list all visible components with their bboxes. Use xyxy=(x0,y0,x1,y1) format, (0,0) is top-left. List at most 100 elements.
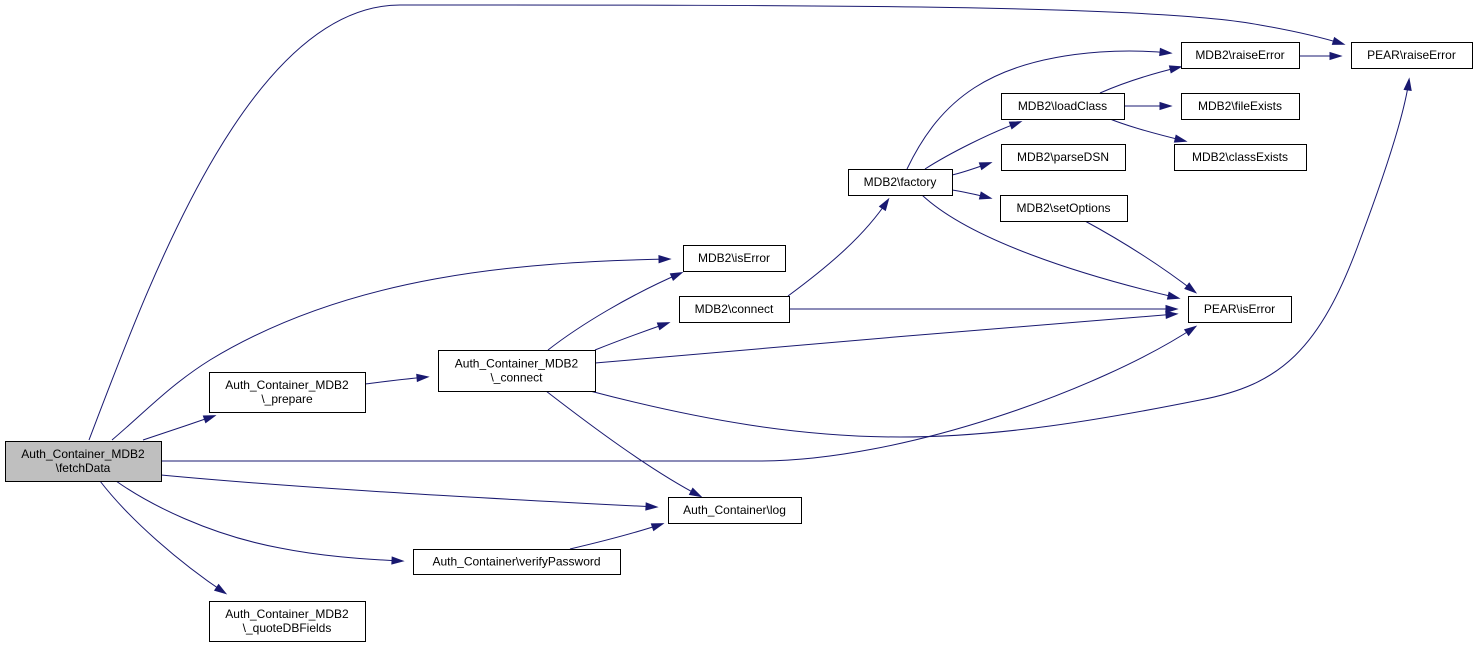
arrowhead-icon xyxy=(1184,282,1198,294)
edge-line xyxy=(545,390,701,497)
edge-factory-to-parseDSN xyxy=(951,162,993,176)
node-box xyxy=(668,497,802,524)
node-pear_isError[interactable]: PEAR\isError xyxy=(1188,296,1292,323)
arrowhead-icon xyxy=(1165,310,1179,320)
edge-mdb2_connect-to-pear_isError xyxy=(789,304,1179,314)
edge-mdb2_connect-to-factory xyxy=(787,197,890,297)
node-label-line: \_quoteDBFields xyxy=(243,621,332,635)
arrowhead-icon xyxy=(1166,291,1181,300)
arrowhead-icon xyxy=(1159,47,1173,57)
arrowhead-icon xyxy=(656,322,671,331)
edge-line xyxy=(924,121,1021,170)
edge-factory-to-pear_isError xyxy=(921,194,1181,300)
node-label-line: MDB2\parseDSN xyxy=(1017,150,1109,164)
edge-fetchData-to-quoteDBFields xyxy=(99,480,228,595)
edge-line xyxy=(547,272,682,351)
arrowhead-icon xyxy=(1331,36,1346,45)
arrowhead-icon xyxy=(878,197,890,212)
edge-line xyxy=(1109,118,1186,142)
node-setOptions[interactable]: MDB2\setOptions xyxy=(1000,195,1128,222)
arrowhead-icon xyxy=(1403,77,1412,91)
arrowhead-icon xyxy=(1008,121,1023,130)
node-label-line: MDB2\setOptions xyxy=(1016,201,1110,215)
node-quoteDBFields[interactable]: Auth_Container_MDB2\_quoteDBFields xyxy=(209,601,366,642)
node-pear_raiseError[interactable]: PEAR\raiseError xyxy=(1351,42,1473,69)
node-box xyxy=(1001,144,1126,171)
node-prepare[interactable]: Auth_Container_MDB2\_prepare xyxy=(209,372,366,413)
node-mdb2_raiseError[interactable]: MDB2\raiseError xyxy=(1181,42,1300,69)
edge-fetchData-to-log xyxy=(160,474,659,511)
edge-connect_auth-to-mdb2_connect xyxy=(594,322,671,351)
node-connect_auth[interactable]: Auth_Container_MDB2\_connect xyxy=(438,350,596,392)
edge-connect_auth-to-pear_raiseError xyxy=(589,77,1412,438)
node-box xyxy=(683,245,786,272)
node-label-line: MDB2\raiseError xyxy=(1195,48,1284,62)
node-fetchData[interactable]: Auth_Container_MDB2\fetchData xyxy=(5,441,162,482)
edge-connect_auth-to-mdb2_isError xyxy=(547,271,684,351)
arrowhead-icon xyxy=(658,255,672,264)
node-box xyxy=(413,549,621,575)
arrowhead-icon xyxy=(1159,101,1173,111)
edge-factory-to-setOptions xyxy=(951,189,993,200)
node-label-line: MDB2\fileExists xyxy=(1198,99,1282,113)
edge-line xyxy=(160,474,657,508)
node-factory[interactable]: MDB2\factory xyxy=(848,169,953,196)
node-box xyxy=(1181,93,1300,120)
node-label-line: MDB2\isError xyxy=(698,251,770,265)
edge-line xyxy=(99,480,226,594)
arrowhead-icon xyxy=(1183,325,1198,337)
edge-line xyxy=(569,523,663,550)
node-box xyxy=(1181,42,1300,69)
node-label-line: Auth_Container\verifyPassword xyxy=(432,555,600,569)
node-box xyxy=(848,169,953,196)
node-box xyxy=(1174,144,1307,171)
arrowhead-icon xyxy=(669,271,684,282)
arrowhead-icon xyxy=(1329,51,1343,61)
arrowhead-icon xyxy=(978,191,993,200)
node-label-line: Auth_Container_MDB2 xyxy=(455,357,579,371)
node-label-line: MDB2\loadClass xyxy=(1018,99,1107,113)
node-log[interactable]: Auth_Container\log xyxy=(668,497,802,524)
edge-setOptions-to-pear_isError xyxy=(1084,220,1198,294)
arrowhead-icon xyxy=(1168,65,1183,74)
edge-loadClass-to-fileExists xyxy=(1124,101,1173,111)
edge-prepare-to-connect_auth xyxy=(364,373,430,385)
node-loadClass[interactable]: MDB2\loadClass xyxy=(1001,93,1125,120)
arrowhead-icon xyxy=(688,487,703,498)
node-label-line: Auth_Container\log xyxy=(683,503,786,517)
node-mdb2_connect[interactable]: MDB2\connect xyxy=(679,296,790,323)
edge-line xyxy=(787,199,889,297)
node-label-line: \_connect xyxy=(490,371,543,385)
edge-fetchData-to-prepare xyxy=(142,415,217,441)
arrowhead-icon xyxy=(391,556,405,565)
edge-line xyxy=(906,50,1171,170)
edge-line xyxy=(921,194,1179,299)
node-label-line: MDB2\factory xyxy=(864,175,937,189)
node-label-line: PEAR\isError xyxy=(1204,302,1275,316)
edge-line xyxy=(1084,220,1196,293)
node-box xyxy=(1001,93,1125,120)
node-fileExists[interactable]: MDB2\fileExists xyxy=(1181,93,1300,120)
node-box xyxy=(5,441,162,482)
edge-line xyxy=(88,4,1344,441)
node-box xyxy=(1188,296,1292,323)
edge-factory-to-mdb2_raiseError xyxy=(906,47,1173,170)
node-label-line: MDB2\connect xyxy=(695,302,774,316)
node-box xyxy=(1351,42,1473,69)
node-classExists[interactable]: MDB2\classExists xyxy=(1174,144,1307,171)
node-parseDSN[interactable]: MDB2\parseDSN xyxy=(1001,144,1126,171)
arrowhead-icon xyxy=(416,373,430,383)
edge-fetchData-to-mdb2_isError xyxy=(111,255,672,441)
node-label-line: \fetchData xyxy=(56,461,111,475)
edge-line xyxy=(111,258,670,441)
edge-fetchData-to-pear_raiseError xyxy=(88,4,1346,441)
edge-line xyxy=(589,79,1410,438)
edge-line xyxy=(142,415,215,441)
node-box xyxy=(438,350,596,392)
edge-line xyxy=(1099,66,1181,94)
node-mdb2_isError[interactable]: MDB2\isError xyxy=(683,245,786,272)
node-verifyPassword[interactable]: Auth_Container\verifyPassword xyxy=(413,549,621,575)
node-label-line: Auth_Container_MDB2 xyxy=(225,378,349,392)
arrowhead-icon xyxy=(978,162,993,171)
edge-line xyxy=(161,326,1196,462)
